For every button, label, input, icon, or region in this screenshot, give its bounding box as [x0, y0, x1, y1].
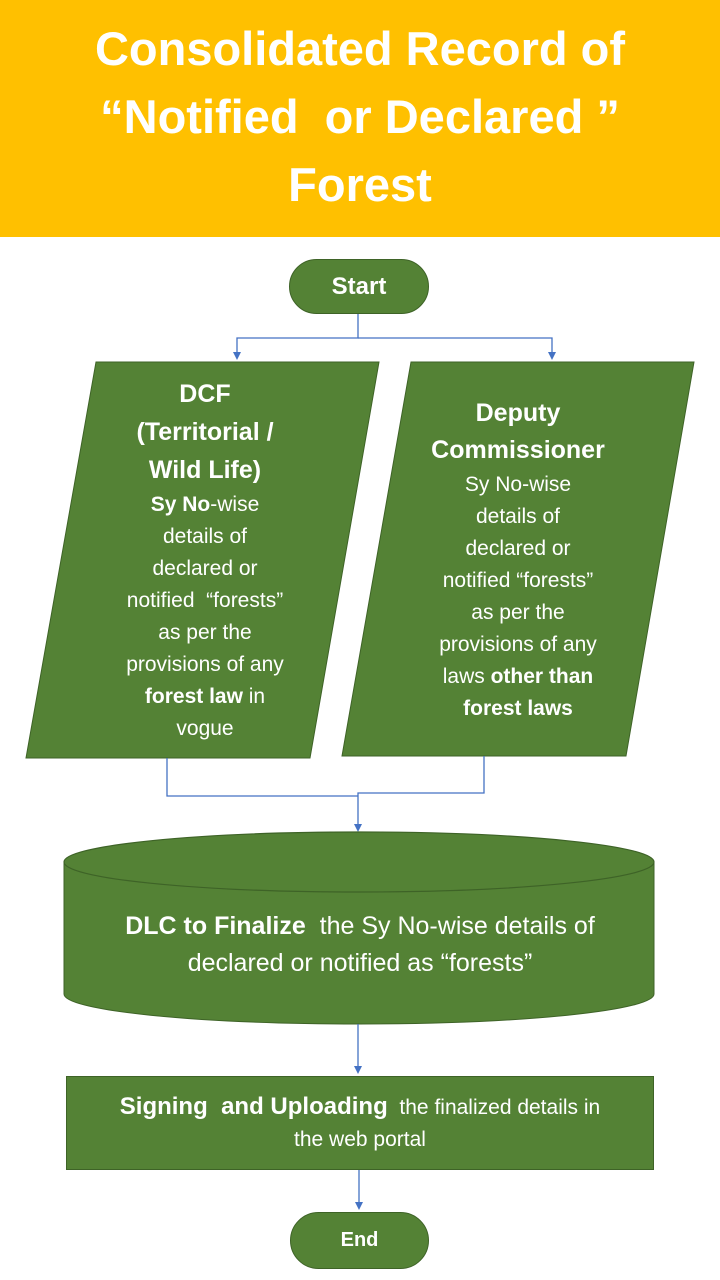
dcf-heading: DCF (Territorial / Wild Life): [136, 375, 273, 489]
dlc-rest-1: the Sy No-wise details of: [305, 912, 595, 940]
dc-heading: Deputy Commissioner: [431, 395, 605, 469]
dc-line-3: declared or: [465, 537, 571, 560]
dc-line-8: forest laws: [463, 693, 573, 725]
dc-line-5: as per the: [471, 601, 565, 624]
dc-line-6: provisions of any: [439, 633, 597, 656]
dcf-forest-law: forest law: [144, 685, 243, 708]
signing-line-2: the web portal: [294, 1127, 426, 1151]
dlc-database-shape: [63, 861, 655, 1025]
diagram-title: Consolidated Record of “Notified or Decla…: [95, 15, 625, 219]
dc-other-than: other than: [490, 665, 594, 688]
title-line-1: Consolidated Record of: [94, 21, 626, 75]
dc-laws: laws: [442, 665, 491, 688]
start-terminal: Start: [289, 259, 429, 314]
dlc-database-top: [63, 831, 655, 893]
dcf-heading-line-2: (Territorial /: [136, 418, 274, 446]
connector-left-merge: [166, 758, 358, 797]
dc-line-2: details of: [475, 505, 561, 528]
dc-forest-laws: forest laws: [463, 697, 573, 720]
dcf-line-3: declared or: [152, 557, 258, 580]
signing-bold: Signing and Uploading: [119, 1092, 388, 1120]
dlc-box-text: DLC to Finalize the Sy No-wise details o…: [70, 905, 650, 985]
dlc-bold: DLC to Finalize: [125, 912, 306, 940]
signing-uploading-box: Signing and Uploading the finalized deta…: [66, 1076, 654, 1170]
dcf-sy-no: Sy No: [150, 493, 211, 516]
end-label: End: [340, 1229, 379, 1251]
dlc-line-2: declared or notified as “forests”: [187, 949, 533, 977]
dcf-heading-line-1: DCF: [179, 380, 231, 408]
dcf-in: in: [242, 685, 266, 708]
dcf-box-text: DCF (Territorial / Wild Life) Sy No-wise…: [90, 375, 320, 745]
dcf-line-8: vogue: [176, 717, 234, 740]
signing-line-1: Signing and Uploading the finalized deta…: [120, 1091, 600, 1124]
dcf-line-5: as per the: [158, 621, 252, 644]
dcf-line-2: details of: [162, 525, 248, 548]
dcf-line-7: forest law in: [145, 681, 265, 713]
start-label: Start: [331, 272, 387, 300]
deputy-commissioner-input-shape: [341, 361, 695, 757]
dlc-line-1: DLC to Finalize the Sy No-wise details o…: [125, 908, 595, 945]
title-banner: Consolidated Record of “Notified or Decla…: [0, 0, 720, 237]
dcf-heading-line-3: Wild Life): [148, 456, 262, 484]
dcf-line-1: Sy No-wise: [151, 489, 260, 521]
title-line-2: “Notified or Declared ”: [100, 89, 620, 143]
signing-box-text: Signing and Uploading the finalized deta…: [120, 1091, 600, 1156]
connector-right-merge: [354, 756, 485, 832]
dcf-input-shape: [25, 361, 380, 759]
dcf-wise: -wise: [210, 493, 260, 516]
connector-start-split: [233, 313, 359, 360]
connector-start-right: [358, 337, 556, 360]
dc-heading-line-2: Commissioner: [431, 436, 605, 464]
signing-rest-1: the finalized details in: [387, 1095, 601, 1119]
deputy-commissioner-box-text: Deputy Commissioner Sy No-wise details o…: [403, 390, 633, 730]
dcf-line-6: provisions of any: [126, 653, 284, 676]
dc-line-4: notified “forests”: [442, 569, 594, 592]
title-line-3: Forest: [288, 157, 432, 211]
dc-heading-line-1: Deputy: [475, 399, 561, 427]
end-terminal: End: [290, 1212, 429, 1269]
dcf-line-4: notified “forests”: [126, 589, 284, 612]
dc-line-7: laws other than: [443, 661, 594, 693]
dc-line-1: Sy No-wise: [464, 473, 572, 496]
